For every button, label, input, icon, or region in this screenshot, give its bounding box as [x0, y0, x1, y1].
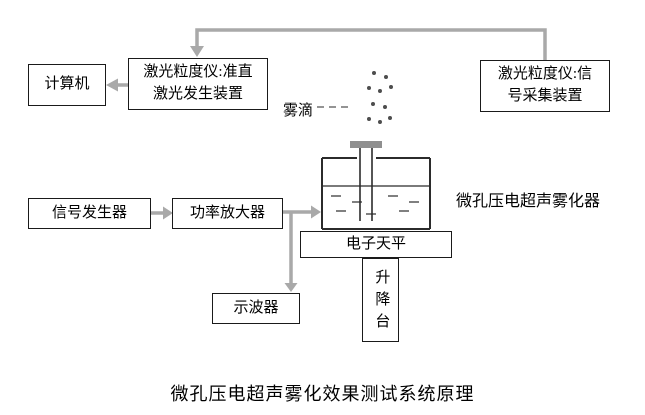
- oscilloscope-box: 示波器: [212, 293, 300, 324]
- arrowhead-down-icon: [190, 46, 204, 57]
- laser-collector-label: 激光粒度仪:信号采集装置: [497, 66, 593, 104]
- arrowhead-right-icon: [163, 206, 173, 220]
- electronic-balance-box: 电子天平: [300, 231, 452, 258]
- nozzle-cap: [350, 141, 382, 148]
- atomizer-nozzle: [350, 141, 382, 221]
- atomizer-tank: [321, 141, 431, 230]
- water-ripple-marks: [331, 195, 419, 215]
- connector-signalgen-to-poweramp: [151, 206, 173, 220]
- laser-generator-box: 激光粒度仪:准直激光发生装置: [128, 58, 268, 110]
- laser-collector-box: 激光粒度仪:信号采集装置: [480, 60, 610, 112]
- power-amplifier-label: 功率放大器: [189, 204, 265, 221]
- mist-label: 雾滴: [283, 103, 314, 119]
- signal-generator-box: 信号发生器: [28, 198, 151, 229]
- connector-poweramp-to-oscilloscope: [284, 211, 298, 292]
- power-amplifier-box: 功率放大器: [172, 198, 283, 229]
- mist-droplets: [367, 71, 393, 124]
- diagram-caption: 微孔压电超声雾化效果测试系统原理: [170, 384, 475, 404]
- arrowhead-left-icon: [106, 78, 118, 92]
- connector-collector-to-generator: [190, 28, 547, 60]
- signal-generator-label: 信号发生器: [51, 204, 127, 221]
- arrowhead-down-icon: [284, 283, 298, 292]
- computer-label: 计算机: [44, 76, 90, 93]
- lifting-platform-box: 升降台: [362, 258, 399, 342]
- oscilloscope-label: 示波器: [233, 299, 279, 316]
- laser-generator-label: 激光粒度仪:准直激光发生装置: [143, 64, 253, 102]
- electronic-balance-label: 电子天平: [345, 235, 406, 252]
- computer-box: 计算机: [28, 64, 106, 106]
- atomizer-label: 微孔压电超声雾化器: [456, 193, 601, 210]
- connector-generator-to-computer: [106, 78, 128, 92]
- lifting-platform-label: 升降台: [373, 269, 390, 335]
- connector-poweramp-to-atomizer: [283, 205, 321, 219]
- arrowhead-right-icon: [311, 205, 321, 219]
